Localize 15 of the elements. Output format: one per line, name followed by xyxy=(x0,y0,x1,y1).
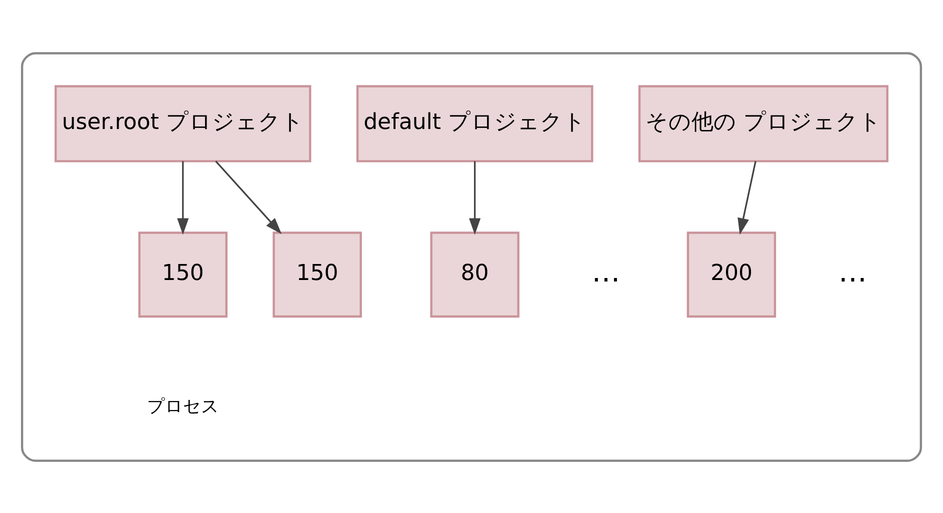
label: プロセス xyxy=(146,396,219,417)
node-box: 200 xyxy=(686,231,776,318)
cluster xyxy=(20,52,922,462)
arrow xyxy=(215,160,282,234)
node-box: default プロジェクト xyxy=(356,84,594,162)
node-box: user.root プロジェクト xyxy=(54,84,312,162)
arrow xyxy=(738,160,756,234)
node-box: 150 xyxy=(272,231,362,318)
arrow xyxy=(177,160,189,234)
node-box: 80 xyxy=(430,231,520,318)
label: … xyxy=(592,254,620,288)
label: … xyxy=(838,254,867,288)
arrow xyxy=(469,160,481,234)
node-box: その他の プロジェクト xyxy=(638,84,888,162)
node-box: 150 xyxy=(138,231,228,318)
